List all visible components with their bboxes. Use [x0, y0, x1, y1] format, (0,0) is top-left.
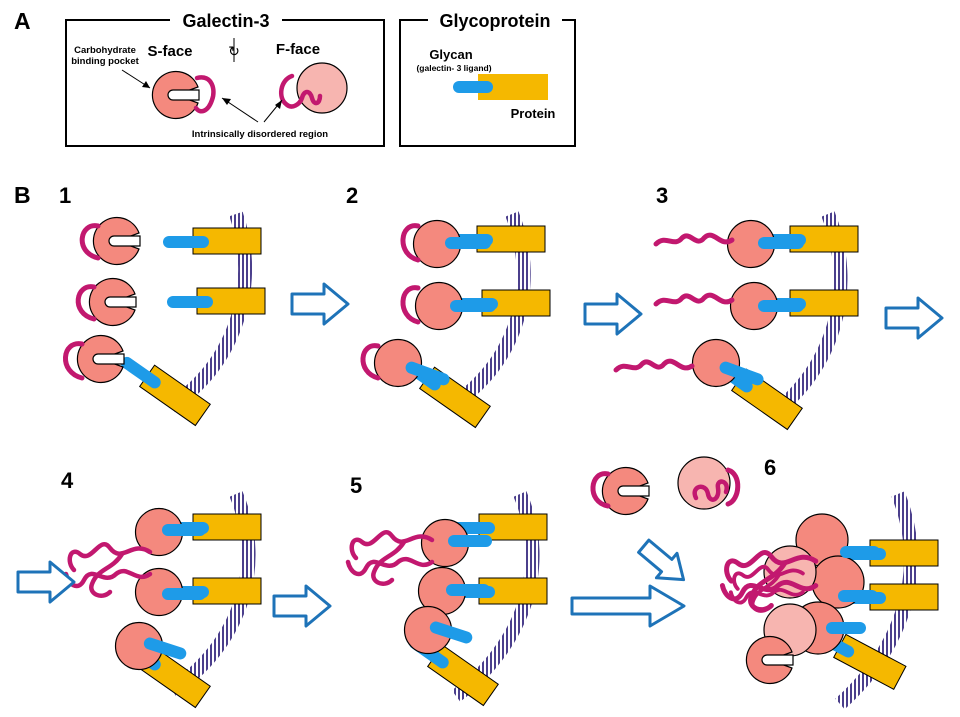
- step-4-label: 4: [61, 468, 74, 493]
- step-1-label: 1: [59, 183, 71, 208]
- panel-a-letter: A: [14, 8, 31, 34]
- arrow-2-3: [583, 292, 643, 336]
- idr-tangle: [348, 532, 432, 584]
- galectin-s-face-icon: [151, 70, 200, 120]
- pocket-label-line2: binding pocket: [71, 56, 139, 67]
- f-face-label: F-face: [276, 41, 320, 58]
- step-2-scene: [360, 211, 551, 429]
- galectin-3: [76, 334, 125, 384]
- step-6-label: 6: [764, 455, 776, 480]
- idr-tail: [656, 235, 732, 244]
- galectin-3: [745, 635, 794, 685]
- glycoprotein: [166, 287, 266, 315]
- step-1-scene: [63, 211, 266, 427]
- glycoprotein-legend-box: Glycoprotein Glycan (galectin- 3 ligand)…: [399, 11, 576, 147]
- glycan-icon: [453, 81, 493, 93]
- free-galectins: [590, 456, 741, 582]
- step-5-label: 5: [350, 473, 362, 498]
- protein-label: Protein: [511, 106, 556, 121]
- idr-tail: [616, 361, 692, 370]
- panel-b-letter: B: [14, 182, 31, 208]
- galectin-f-face-icon: [296, 62, 348, 114]
- step-6-scene: [722, 491, 939, 710]
- arrow-5-6: [570, 584, 686, 628]
- galectin-legend-box: Galectin-3 Carbohydrate binding pocket S…: [65, 11, 385, 147]
- step-2-label: 2: [346, 183, 358, 208]
- idr-label: Intrinsically disordered region: [192, 129, 328, 140]
- pocket-label-line1: Carbohydrate: [74, 45, 136, 56]
- glycan-label: Glycan: [429, 47, 472, 62]
- arrow-1-2: [290, 282, 350, 326]
- galectin-3: [691, 338, 741, 388]
- step-3-scene: [616, 211, 859, 431]
- step-4-scene: [66, 491, 262, 709]
- arrow-4-5: [272, 584, 332, 628]
- glycoprotein: [162, 227, 262, 255]
- s-face-label: S-face: [147, 43, 192, 60]
- arrow-3-4: [884, 296, 944, 340]
- arrow-into-4: [16, 560, 76, 604]
- glycan-sub-label: (galectin- 3 ligand): [416, 63, 491, 73]
- step-5-scene: [348, 491, 548, 707]
- idr-tail: [656, 295, 732, 304]
- galectin-box-title: Galectin-3: [182, 11, 269, 31]
- step-3-label: 3: [656, 183, 668, 208]
- glyco-box-title: Glycoprotein: [439, 11, 550, 31]
